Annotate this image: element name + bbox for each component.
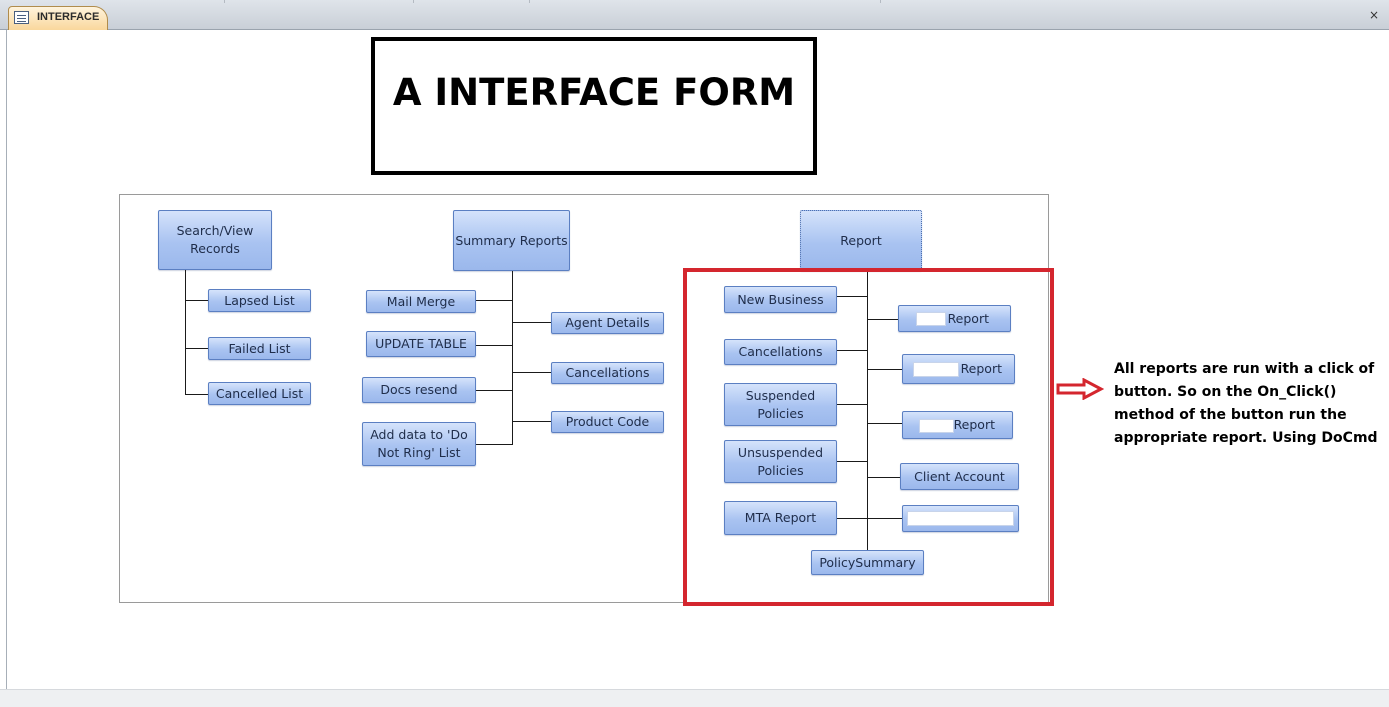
button-label: Cancelled List — [215, 385, 304, 401]
button-label: Failed List — [228, 340, 291, 356]
mail-merge-button[interactable]: Mail Merge — [366, 290, 476, 313]
report-button-3[interactable]: Report — [902, 411, 1013, 439]
policy-summary-button[interactable]: PolicySummary — [811, 550, 924, 575]
button-label: Lapsed List — [224, 292, 295, 308]
button-label: Add data to 'Do Not Ring' List — [370, 427, 468, 460]
button-label: Cancellations — [565, 365, 650, 380]
mta-report-button[interactable]: MTA Report — [724, 501, 837, 535]
connector-line — [867, 319, 898, 320]
button-label: Search/View Records — [176, 223, 254, 256]
summary-reports-button[interactable]: Summary Reports — [453, 210, 570, 271]
connector-line — [476, 345, 512, 346]
tab-label: INTERFACE — [37, 11, 100, 23]
button-label: New Business — [737, 291, 824, 307]
button-label: Report — [947, 310, 989, 326]
unlabeled-report-button[interactable] — [902, 505, 1019, 532]
connector-line — [837, 461, 867, 462]
button-label: PolicySummary — [819, 554, 916, 570]
document-tab-strip: INTERFACE × — [0, 0, 1389, 30]
failed-list-button[interactable]: Failed List — [208, 337, 311, 360]
connector-line — [867, 369, 902, 370]
connector-line — [185, 394, 208, 395]
button-label: Report — [953, 417, 995, 432]
status-strip — [0, 689, 1389, 707]
button-label: Agent Details — [565, 315, 650, 330]
report-button-1[interactable]: Report — [898, 305, 1011, 332]
cancelled-list-button[interactable]: Cancelled List — [208, 382, 311, 405]
do-not-ring-list-button[interactable]: Add data to 'Do Not Ring' List — [362, 422, 476, 466]
button-label: Report — [960, 361, 1002, 376]
connector-line — [867, 518, 902, 519]
cancellations-report-button[interactable]: Cancellations — [724, 339, 837, 365]
connector-line — [867, 271, 868, 550]
redacted-label — [916, 312, 946, 326]
connector-line — [476, 444, 512, 445]
product-code-button[interactable]: Product Code — [551, 411, 664, 433]
close-icon[interactable]: × — [1368, 8, 1380, 22]
navigation-pane-edge — [0, 30, 7, 695]
redacted-label — [907, 511, 1014, 526]
highlight-frame — [683, 268, 1054, 606]
button-label: Summary Reports — [455, 232, 568, 248]
button-label: Client Account — [914, 468, 1005, 484]
button-label: Mail Merge — [386, 293, 456, 309]
arrow-right-icon — [1056, 378, 1104, 400]
client-account-button[interactable]: Client Account — [900, 463, 1019, 490]
redacted-label — [913, 362, 959, 377]
connector-line — [185, 348, 208, 349]
connector-line — [512, 372, 551, 373]
button-label: Report — [840, 232, 882, 248]
connector-line — [185, 270, 186, 394]
connector-line — [837, 296, 867, 297]
connector-line — [476, 390, 512, 391]
connector-line — [185, 300, 208, 301]
docs-resend-button[interactable]: Docs resend — [362, 377, 476, 403]
tab-strip-divider — [413, 0, 414, 3]
form-icon — [14, 11, 29, 24]
button-label: Docs resend — [380, 382, 458, 397]
title-frame: A INTERFACE FORM — [371, 37, 817, 175]
tab-strip-divider — [224, 0, 225, 3]
new-business-button[interactable]: New Business — [724, 286, 837, 313]
button-label: Product Code — [565, 414, 650, 429]
page-title: A INTERFACE FORM — [392, 71, 796, 114]
redacted-label — [919, 419, 954, 433]
tab-interface[interactable]: INTERFACE — [8, 6, 108, 30]
tab-strip-divider — [880, 0, 881, 3]
connector-line — [867, 423, 902, 424]
cancellations-summary-button[interactable]: Cancellations — [551, 362, 664, 384]
connector-line — [837, 350, 867, 351]
connector-line — [867, 477, 900, 478]
unsuspended-policies-button[interactable]: Unsuspended Policies — [724, 440, 837, 483]
button-label: Unsuspended Policies — [737, 444, 824, 478]
button-label: MTA Report — [744, 510, 817, 525]
connector-line — [837, 404, 867, 405]
report-button-2[interactable]: Report — [902, 354, 1015, 384]
button-label: UPDATE TABLE — [375, 336, 467, 351]
update-table-button[interactable]: UPDATE TABLE — [366, 331, 476, 357]
button-label: Cancellations — [738, 344, 823, 359]
agent-details-button[interactable]: Agent Details — [551, 312, 664, 334]
connector-line — [512, 322, 551, 323]
connector-line — [512, 421, 551, 422]
lapsed-list-button[interactable]: Lapsed List — [208, 289, 311, 312]
annotation-note: All reports are run with a click of butt… — [1114, 361, 1378, 446]
suspended-policies-button[interactable]: Suspended Policies — [724, 383, 837, 426]
connector-line — [837, 518, 867, 519]
report-button[interactable]: Report — [800, 210, 922, 271]
connector-line — [512, 271, 513, 445]
tab-strip-divider — [529, 0, 530, 3]
button-label: Suspended Policies — [745, 387, 816, 421]
search-view-records-button[interactable]: Search/View Records — [158, 210, 272, 270]
connector-line — [476, 300, 512, 301]
